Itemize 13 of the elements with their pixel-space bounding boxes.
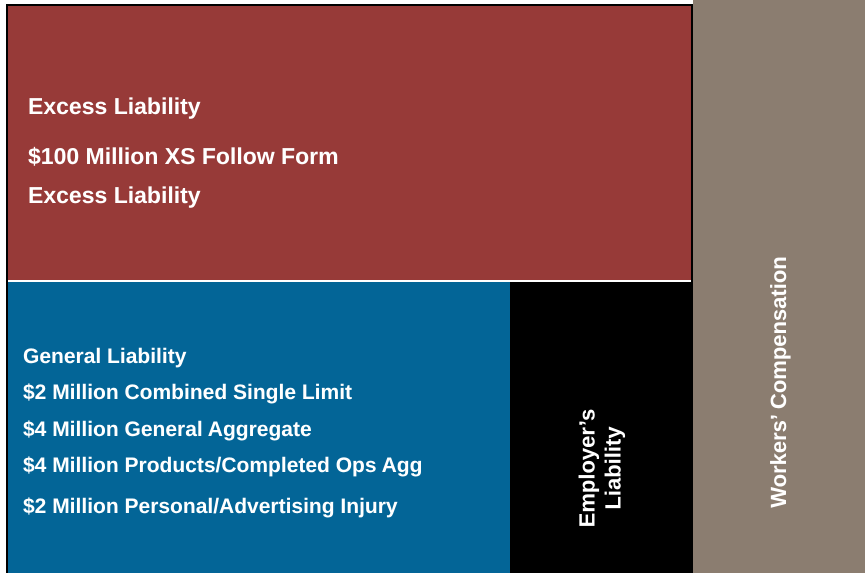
coverage-limit-text: $4 Million Products/Completed Ops Agg (23, 453, 424, 480)
coverage-limit-text: $4 Million General Aggregate (23, 416, 313, 443)
coverage-limit-text: $2 Million Personal/Advertising Injury (23, 494, 399, 520)
coverage-layer-block (8, 282, 510, 573)
layer-heading: Workers’ Compensation (766, 254, 792, 510)
layer-heading: General Liability (23, 344, 188, 370)
coverage-limit-text: $100 Million XS Follow Form Excess Liability (28, 142, 340, 210)
coverage-limit-text: $2 Million Combined Single Limit (23, 380, 354, 406)
layer-heading: Excess Liability (28, 92, 202, 121)
coverage-layer-block (693, 0, 865, 573)
layer-heading: Employer’s Liability (574, 407, 626, 529)
coverage-layer-block (510, 282, 691, 573)
coverage-layer-block (8, 6, 691, 280)
